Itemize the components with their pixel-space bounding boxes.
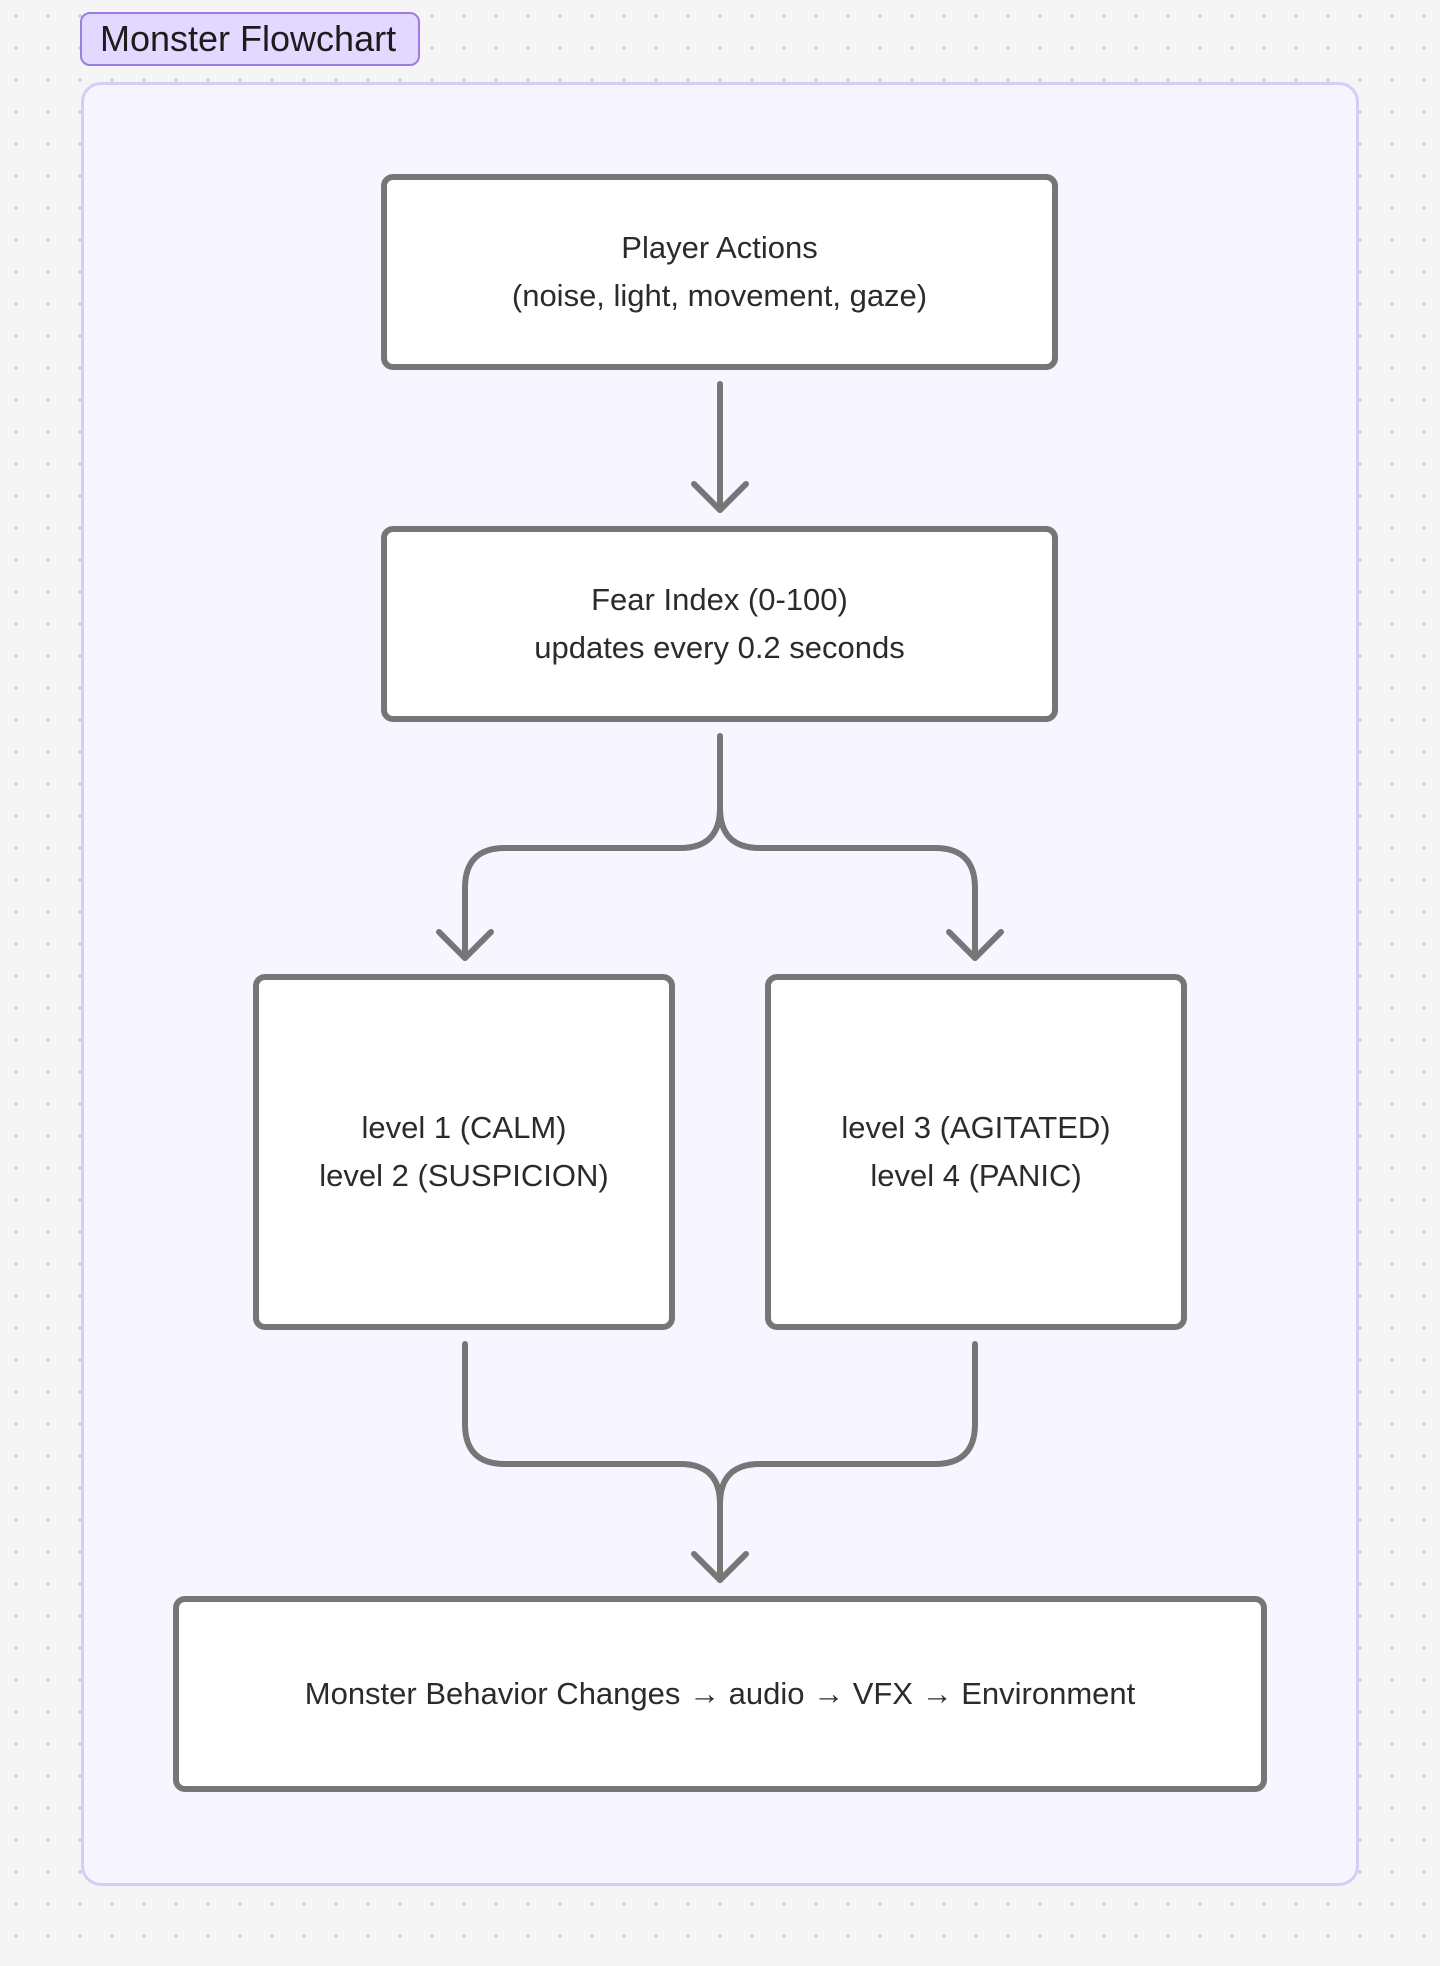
node-text-line: Monster Behavior Changes → audio → VFX →… <box>304 1676 1136 1711</box>
node-player-actions[interactable]: Player Actions (noise, light, movement, … <box>381 174 1058 370</box>
node-text-line: Fear Index (0-100) <box>591 582 848 617</box>
node-text-line: updates every 0.2 seconds <box>534 630 905 665</box>
node-text-line: level 3 (AGITATED) <box>841 1110 1111 1145</box>
node-fear-index[interactable]: Fear Index (0-100) updates every 0.2 sec… <box>381 526 1058 722</box>
node-monster-behavior[interactable]: Monster Behavior Changes → audio → VFX →… <box>173 1596 1267 1792</box>
node-text-line: level 2 (SUSPICION) <box>319 1158 609 1193</box>
node-text-line: Player Actions <box>621 230 818 265</box>
node-text-line: level 1 (CALM) <box>361 1110 567 1145</box>
frame-title[interactable]: Monster Flowchart <box>80 12 421 66</box>
node-levels-high[interactable]: level 3 (AGITATED) level 4 (PANIC) <box>765 974 1187 1330</box>
node-text-line: (noise, light, movement, gaze) <box>511 278 928 313</box>
node-text-line: level 4 (PANIC) <box>870 1158 1082 1193</box>
frame-title-text: Monster Flowchart <box>100 18 397 59</box>
node-levels-low[interactable]: level 1 (CALM) level 2 (SUSPICION) <box>253 974 675 1330</box>
